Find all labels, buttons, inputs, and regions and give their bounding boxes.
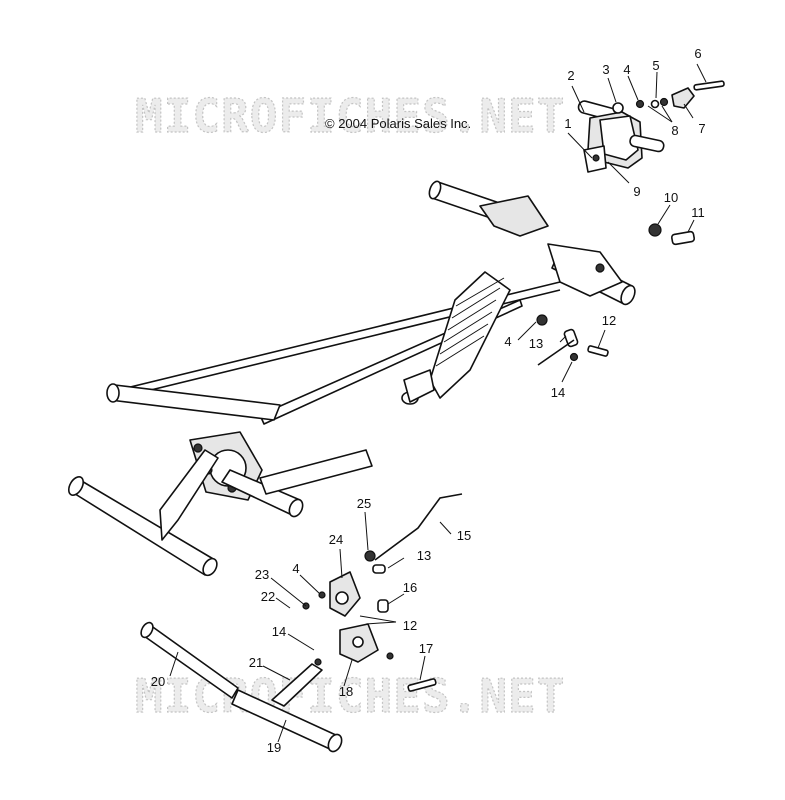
- callout-4: 4: [623, 62, 630, 77]
- watermark-top: MICROFICHES.NET: [135, 89, 565, 143]
- callout-10: 10: [664, 190, 678, 205]
- callout-4c: 4: [292, 561, 299, 576]
- front-frame-assembly: [67, 180, 636, 577]
- callout-19: 19: [267, 740, 281, 755]
- lower-exploded-assembly: [140, 493, 463, 753]
- callout-12b: 12: [403, 618, 417, 633]
- callout-5: 5: [652, 58, 659, 73]
- copyright-text: © 2004 Polaris Sales Inc.: [325, 116, 471, 131]
- callout-16: 16: [403, 580, 417, 595]
- callout-3: 3: [602, 62, 609, 77]
- callout-15: 15: [457, 528, 471, 543]
- callout-13b: 13: [417, 548, 431, 563]
- callout-21: 21: [249, 655, 263, 670]
- callout-9: 9: [633, 184, 640, 199]
- callout-14a: 14: [551, 385, 565, 400]
- callout-17: 17: [419, 641, 433, 656]
- leader-lines: [169, 63, 707, 743]
- callout-20: 20: [151, 674, 165, 689]
- upper-bracket-assembly: [577, 80, 725, 173]
- callout-4b: 4: [504, 334, 511, 349]
- callout-14b: 14: [272, 624, 286, 639]
- callout-7: 7: [698, 121, 705, 136]
- callout-1-label: 1: [564, 116, 571, 131]
- callout-12a: 12: [602, 313, 616, 328]
- callout-6: 6: [694, 46, 701, 61]
- callout-13a: 13: [529, 336, 543, 351]
- callout-1: 2: [567, 68, 574, 83]
- callout-labels: 2 3 4 5 6 1 8 7 9 10 11 4 13 12 14 25 15…: [151, 46, 706, 755]
- callout-25: 25: [357, 496, 371, 511]
- callout-8: 8: [671, 123, 678, 138]
- callout-22: 22: [261, 589, 275, 604]
- callout-11: 11: [691, 205, 705, 220]
- right-hardware: [536, 223, 696, 366]
- callout-23: 23: [255, 567, 269, 582]
- callout-18: 18: [339, 684, 353, 699]
- callout-24: 24: [329, 532, 343, 547]
